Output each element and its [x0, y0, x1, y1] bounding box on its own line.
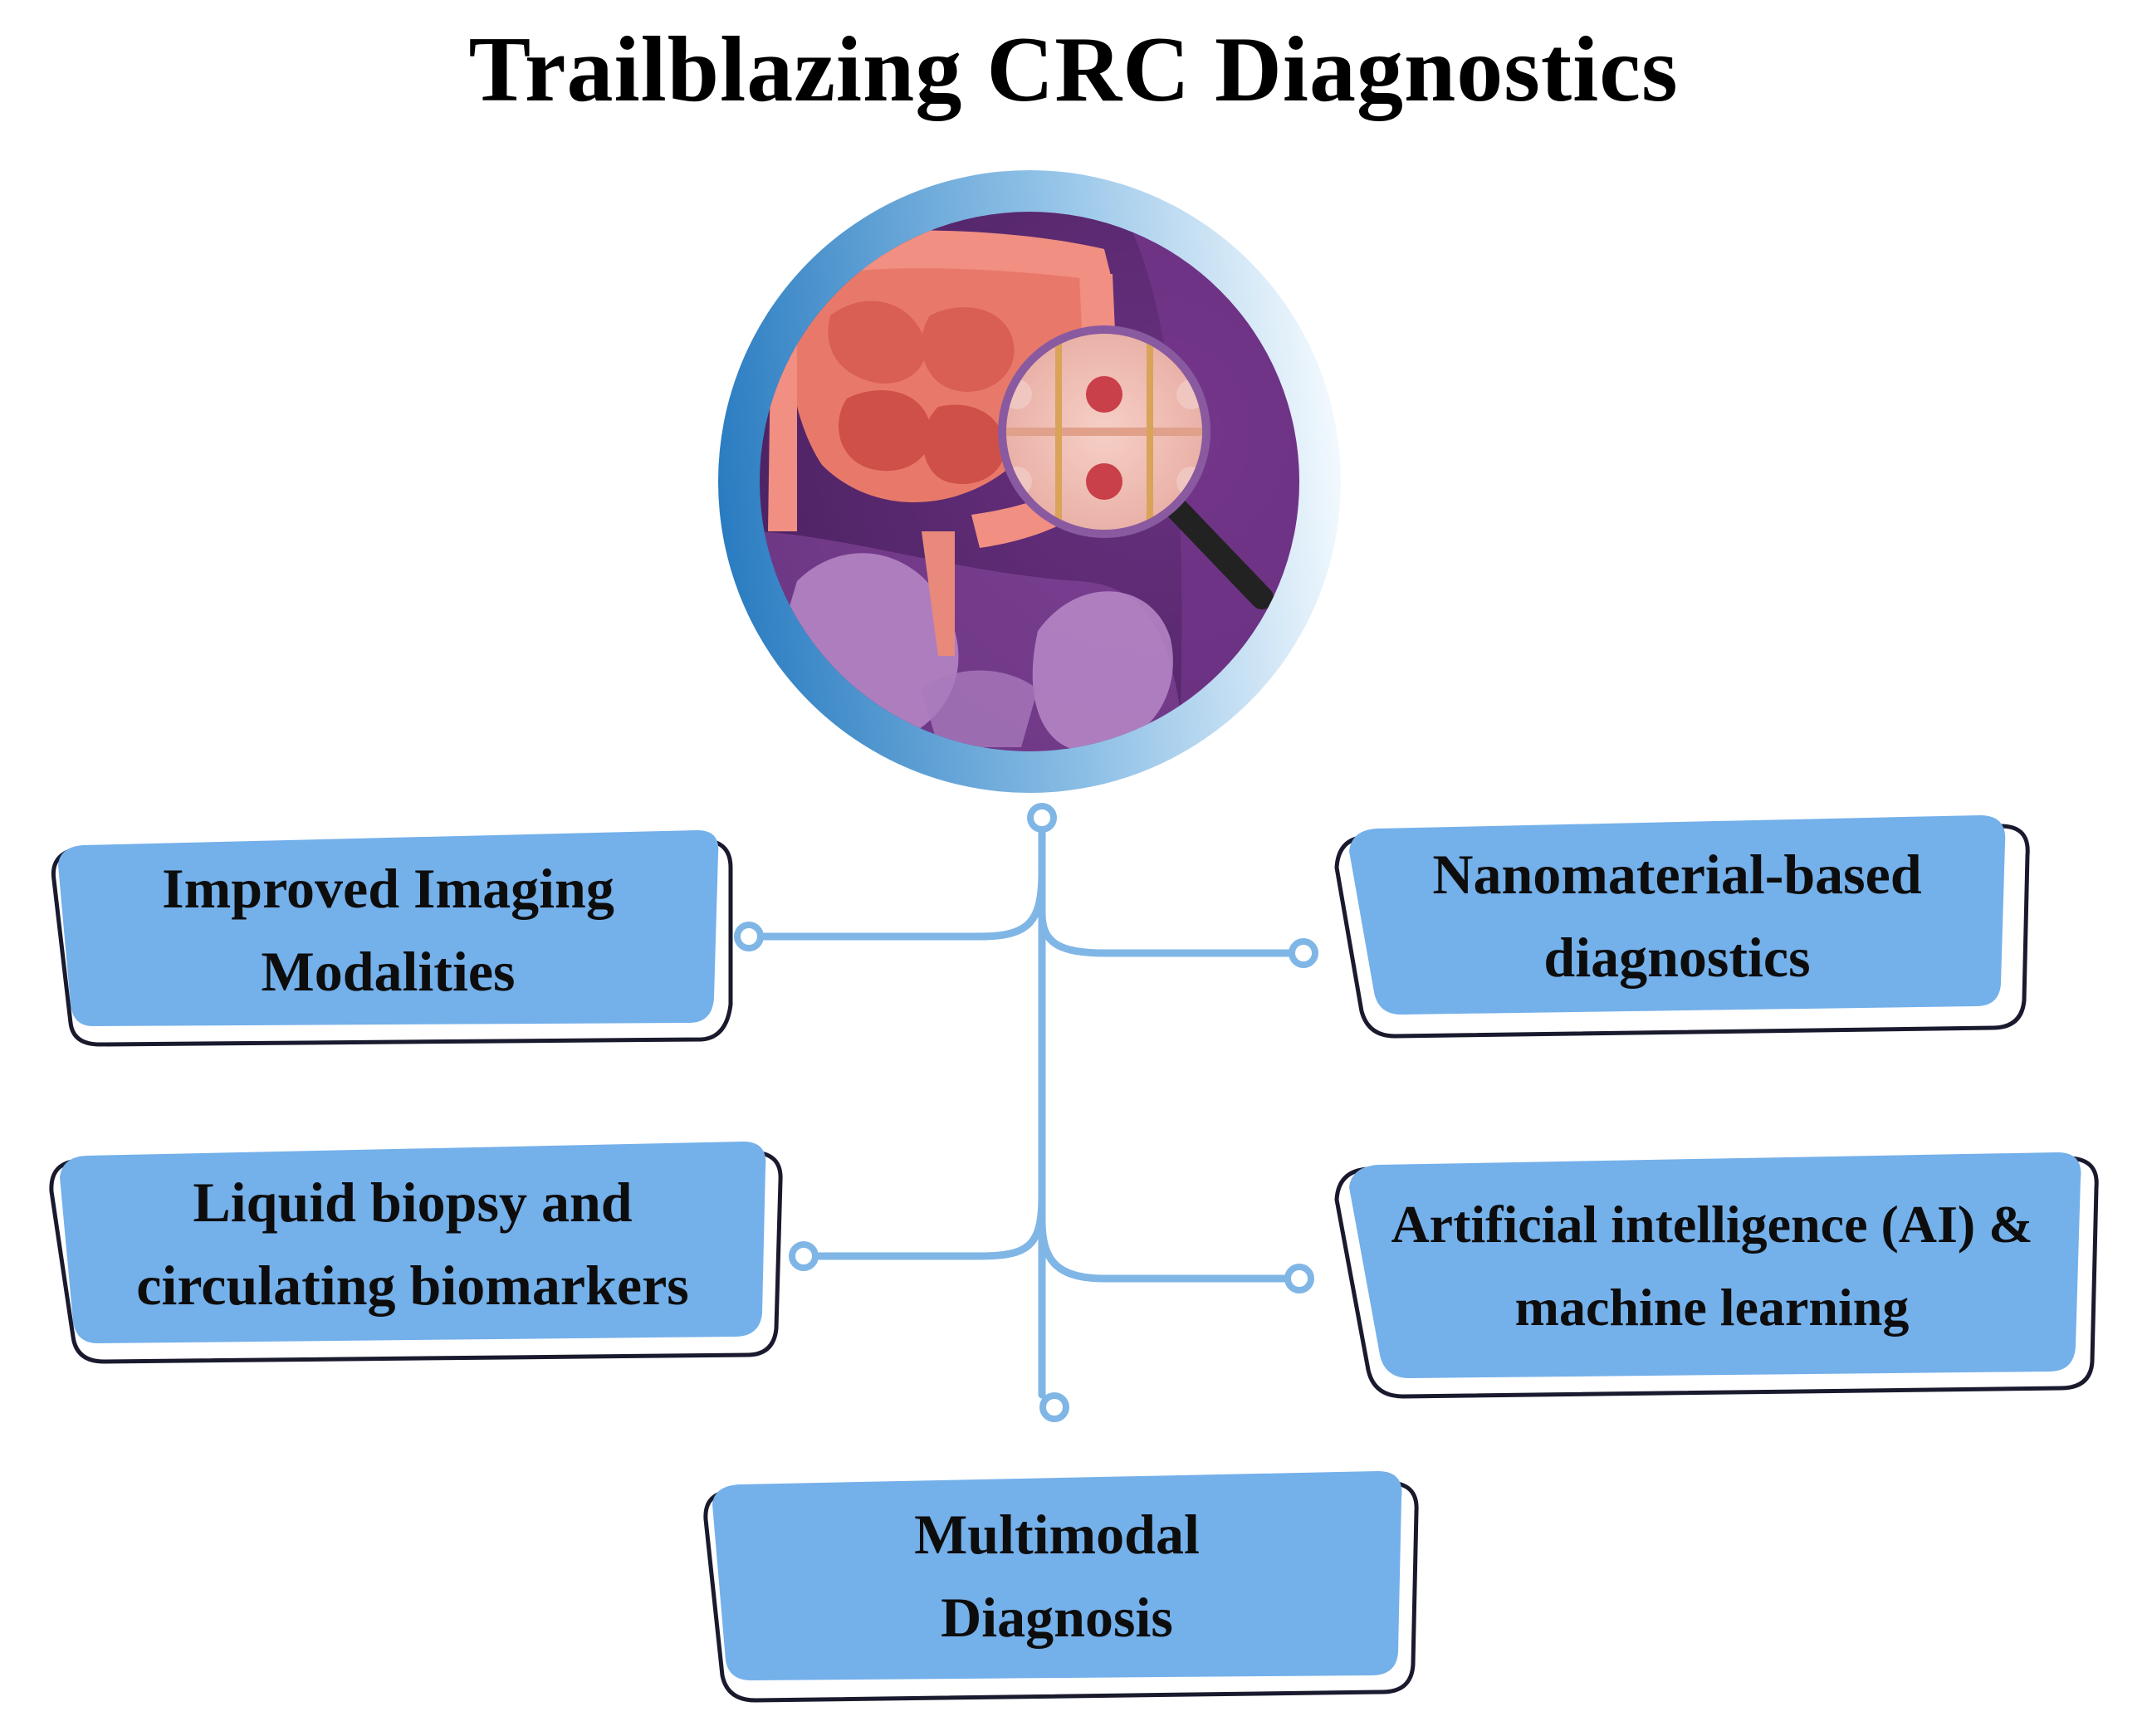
node-label-liquid-biopsy-line1: Liquid biopsy and — [193, 1170, 633, 1234]
node-label-liquid-biopsy-line2: circulating biomarkers — [136, 1253, 689, 1317]
node-box-multimodal — [703, 1471, 1419, 1703]
node-box-ai — [1334, 1152, 2099, 1399]
node-label-multimodal-line2: Diagnosis — [941, 1585, 1173, 1649]
node-label-ai: Artificial intelligence (AI) & machine l… — [1338, 1156, 2086, 1376]
node-box-liquid-biopsy — [49, 1142, 783, 1364]
central-illustration — [718, 170, 1341, 793]
connector-imaging — [745, 868, 1046, 941]
node-label-multimodal: Multimodal Diagnosis — [712, 1474, 1401, 1677]
node-label-nanomaterial: Nanomaterial-based diagnostics — [1349, 818, 2005, 1013]
connector-lines — [745, 814, 1308, 1399]
endpoint-liquid-biopsy — [789, 1241, 819, 1271]
node-label-imaging-line1: Improved Imaging — [162, 857, 614, 920]
connector-endpoints — [734, 803, 1318, 1422]
connector-nanomaterial — [1038, 909, 1308, 957]
node-label-nanomaterial-line1: Nanomaterial-based — [1432, 842, 1922, 906]
node-label-nanomaterial-line2: diagnostics — [1543, 925, 1811, 989]
node-box-nanomaterial — [1334, 815, 2030, 1039]
connector-ai — [1038, 1216, 1303, 1283]
node-label-ai-line1: Artificial intelligence (AI) & — [1391, 1194, 2033, 1254]
page-title: Trailblazing CRC Diagnostics — [468, 18, 1679, 121]
endpoint-top — [1027, 803, 1057, 833]
endpoint-bottom — [1039, 1392, 1069, 1422]
node-label-multimodal-line1: Multimodal — [914, 1502, 1200, 1566]
endpoint-nanomaterial — [1289, 938, 1318, 968]
node-label-ai-line2: machine learning — [1514, 1277, 1910, 1337]
node-label-imaging: Improved Imaging Modalities — [58, 834, 718, 1025]
endpoint-imaging — [734, 922, 764, 951]
node-label-imaging-line2: Modalities — [261, 940, 516, 1003]
connector-liquid-biopsy — [800, 1191, 1046, 1260]
endpoint-ai — [1284, 1264, 1314, 1293]
node-box-imaging — [51, 830, 733, 1047]
node-label-liquid-biopsy: Liquid biopsy and circulating biomarkers — [60, 1146, 765, 1341]
